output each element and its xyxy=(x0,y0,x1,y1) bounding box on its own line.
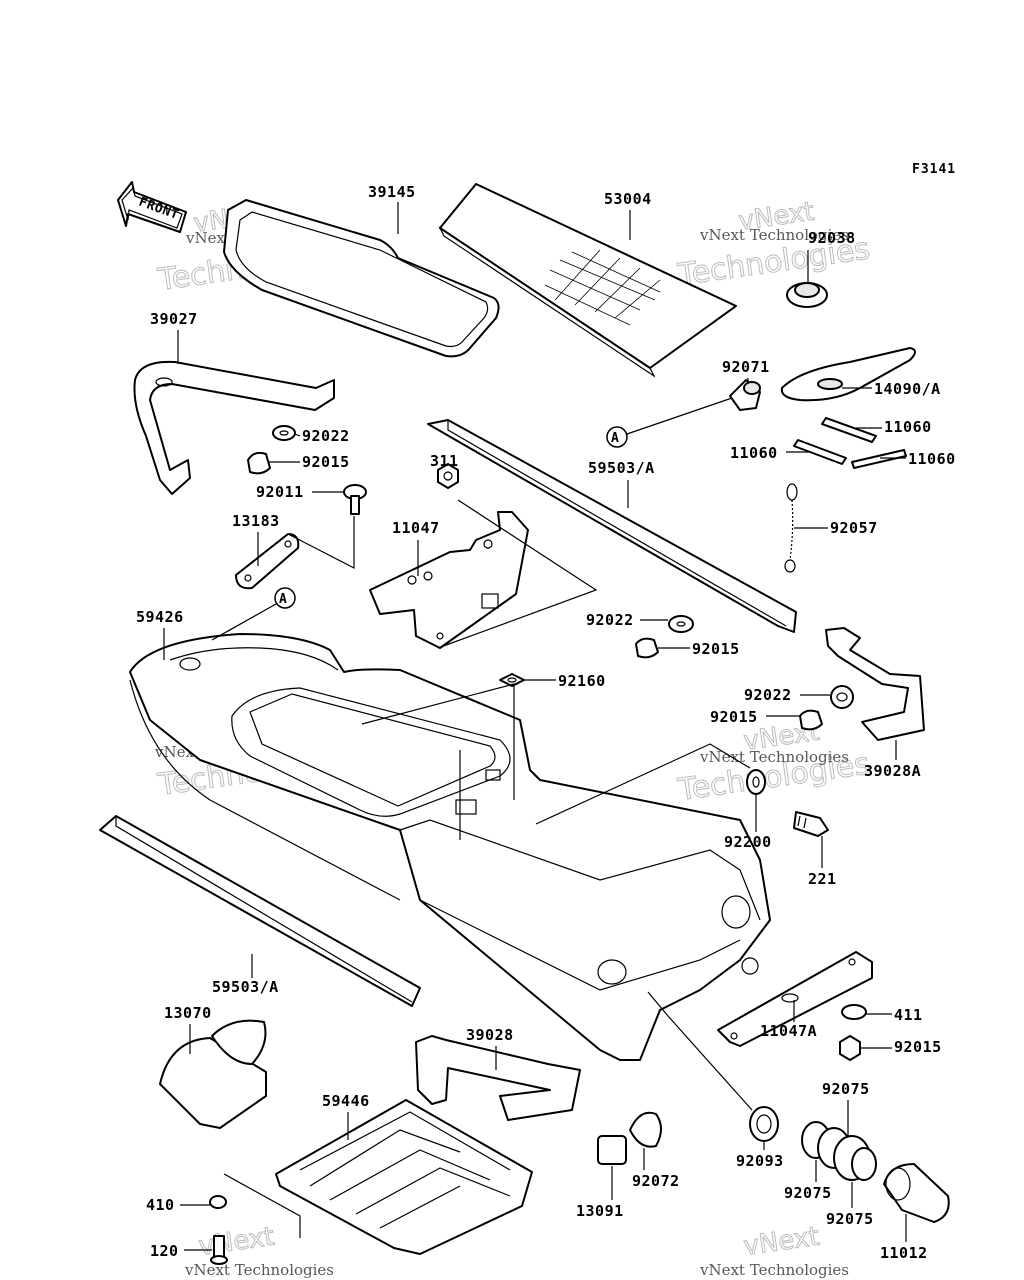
part-92071-plug xyxy=(729,379,761,411)
label-92022-b: 92022 xyxy=(586,611,634,629)
leader-92160 xyxy=(361,683,515,800)
label-13070: 13070 xyxy=(164,1004,212,1022)
watermark-caption-2: vNext Technologies xyxy=(699,226,849,244)
label-92075-c: 92075 xyxy=(826,1210,874,1228)
part-92022-washer-a xyxy=(272,425,296,441)
part-311-nut xyxy=(437,463,459,489)
label-11060-c: 11060 xyxy=(908,450,956,468)
label-59503A-b: 59503/A xyxy=(212,978,279,996)
svg-text:A: A xyxy=(279,592,287,607)
svg-text:A: A xyxy=(611,431,619,446)
label-11012: 11012 xyxy=(880,1244,928,1262)
label-39027: 39027 xyxy=(150,310,198,328)
label-11047: 11047 xyxy=(392,519,440,537)
part-92057-lanyard xyxy=(784,483,798,573)
label-92015-d: 92015 xyxy=(894,1038,942,1056)
part-13091-block xyxy=(597,1135,627,1165)
watermark-caption-4: vNext Technologies xyxy=(699,748,849,766)
leader-13183 xyxy=(287,516,355,569)
part-92022-washer-c xyxy=(830,685,854,709)
part-13070-cover xyxy=(159,1019,267,1129)
part-53004-deck-mat xyxy=(438,183,737,378)
label-92071: 92071 xyxy=(722,358,770,376)
part-13183-bracket xyxy=(235,533,300,590)
part-411-washer xyxy=(841,1004,867,1020)
part-39027-grab-handle xyxy=(133,360,335,495)
watermark-caption-5: vNext Technologies xyxy=(184,1261,334,1279)
label-92011: 92011 xyxy=(256,483,304,501)
label-410: 410 xyxy=(146,1196,175,1214)
part-14090A-cover xyxy=(780,347,916,402)
part-11012-cone xyxy=(883,1163,950,1223)
label-120: 120 xyxy=(150,1242,179,1260)
leader-410 xyxy=(223,1173,301,1238)
label-59426: 59426 xyxy=(136,608,184,626)
label-411: 411 xyxy=(894,1006,923,1024)
part-92015-nut-c xyxy=(799,709,823,731)
label-92057: 92057 xyxy=(830,519,878,537)
part-92093-ring xyxy=(749,1106,779,1142)
label-13091: 13091 xyxy=(576,1202,624,1220)
part-59446-intake-grate xyxy=(275,1099,533,1255)
label-group: 39145 53004 92038 39027 92071 14090/A 92… xyxy=(136,183,956,1262)
part-59503A-lower-rail xyxy=(99,815,421,1007)
part-92015-nut-a xyxy=(247,451,271,475)
label-11047A: 11047A xyxy=(760,1022,817,1040)
part-92200-washer xyxy=(746,769,766,795)
part-11060-strips xyxy=(793,417,907,469)
label-221: 221 xyxy=(808,870,837,888)
leader-11047 xyxy=(437,499,598,649)
label-39028A: 39028A xyxy=(864,762,921,780)
label-92015-a: 92015 xyxy=(302,453,350,471)
label-39028: 39028 xyxy=(466,1026,514,1044)
part-92075-bellows xyxy=(801,1121,877,1181)
part-39028-rear-handle-lower xyxy=(415,1035,581,1121)
watermark-vnext-6: vNext xyxy=(742,1222,821,1262)
part-92015-nut-d xyxy=(839,1035,861,1061)
label-11060-b: 11060 xyxy=(730,444,778,462)
watermark-vnext-5: vNext xyxy=(197,1222,276,1262)
label-92038: 92038 xyxy=(808,229,856,247)
part-92022-washer-b xyxy=(668,615,694,633)
diagram-ref-code: F3141 xyxy=(912,162,956,177)
label-92015-c: 92015 xyxy=(710,708,758,726)
label-92015-b: 92015 xyxy=(692,640,740,658)
label-92200: 92200 xyxy=(724,833,772,851)
part-410-washer xyxy=(209,1195,227,1209)
label-92075-b: 92075 xyxy=(784,1184,832,1202)
part-92015-nut-b xyxy=(635,637,659,659)
watermark-caption-6: vNext Technologies xyxy=(699,1261,849,1279)
part-39028A-rear-handle xyxy=(825,627,925,741)
label-53004: 53004 xyxy=(604,190,652,208)
label-59503A-a: 59503/A xyxy=(588,459,655,477)
label-92075-a: 92075 xyxy=(822,1080,870,1098)
leader-92200 xyxy=(535,743,751,825)
part-92072-clamp xyxy=(629,1111,662,1148)
front-arrow-icon: FRONT xyxy=(117,181,187,233)
label-14090A: 14090/A xyxy=(874,380,941,398)
label-39145: 39145 xyxy=(368,183,416,201)
part-59426-hull xyxy=(129,633,771,1061)
part-120-bolt xyxy=(210,1235,228,1265)
leader-92093 xyxy=(647,991,753,1111)
label-92022-a: 92022 xyxy=(302,427,350,445)
part-221-screw xyxy=(793,811,829,837)
label-92022-c: 92022 xyxy=(744,686,792,704)
label-311: 311 xyxy=(430,452,459,470)
label-59446: 59446 xyxy=(322,1092,370,1110)
label-92072: 92072 xyxy=(632,1172,680,1190)
callout-A-lower: A xyxy=(211,587,296,641)
part-92038-grommet xyxy=(786,282,828,308)
part-92011-bolt xyxy=(343,484,367,515)
label-13183: 13183 xyxy=(232,512,280,530)
label-11060-a: 11060 xyxy=(884,418,932,436)
part-39145-hatch-seal xyxy=(223,199,500,358)
part-11047A-bracket xyxy=(717,951,873,1047)
label-92160: 92160 xyxy=(558,672,606,690)
part-11047-bracket-plate xyxy=(369,511,529,649)
callout-A-upper: A xyxy=(606,397,733,448)
part-59503A-upper-rail xyxy=(427,419,797,633)
label-92093: 92093 xyxy=(736,1152,784,1170)
